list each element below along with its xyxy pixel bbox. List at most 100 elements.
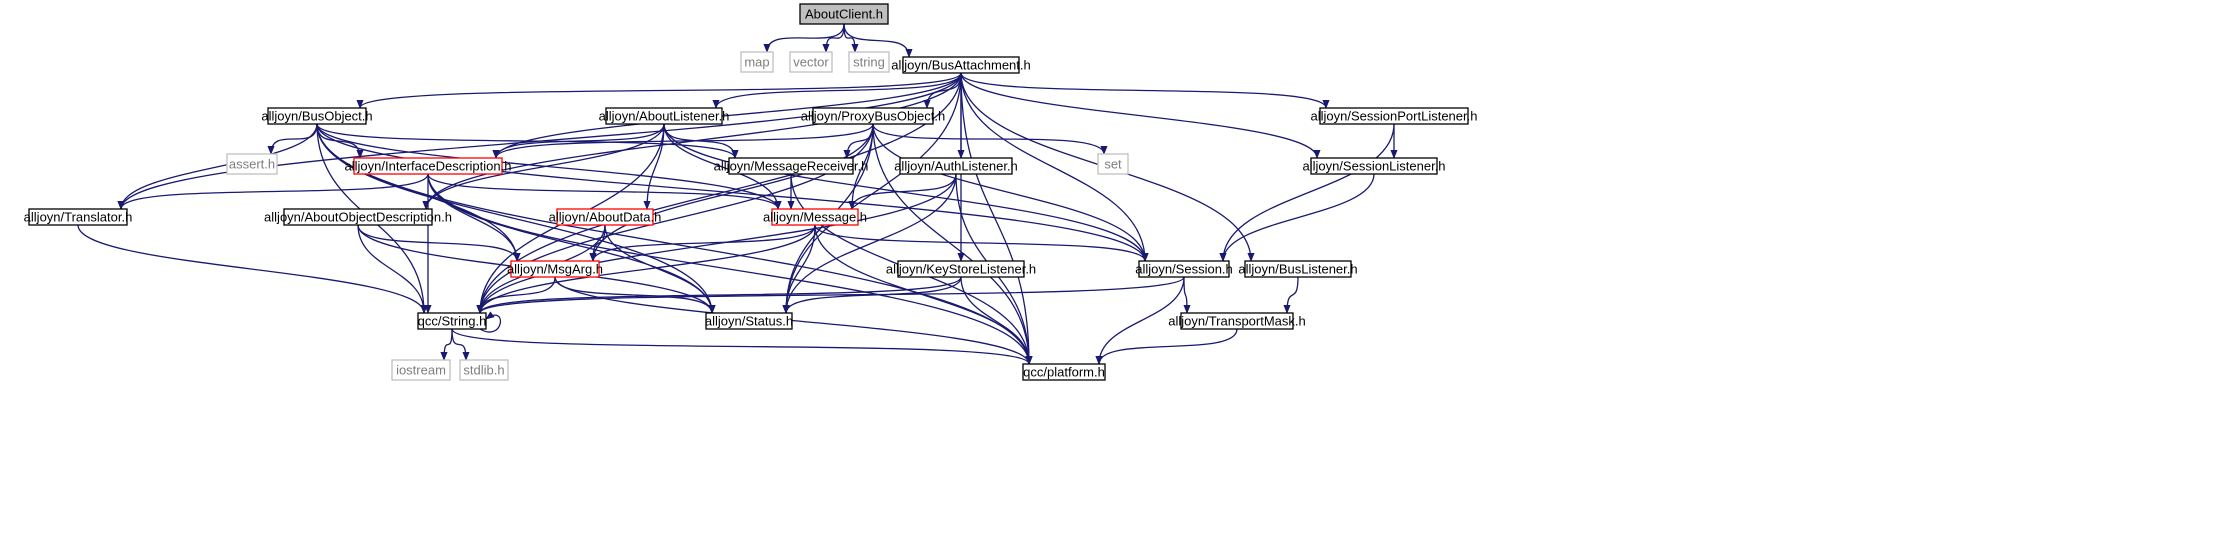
edge-aboutclient-to-string bbox=[843, 23, 859, 53]
node-label: alljoyn/Message.h bbox=[763, 209, 867, 224]
node-label: alljoyn/SessionPortListener.h bbox=[1311, 108, 1478, 123]
edge-busattachment-to-sessionportlistener bbox=[960, 72, 1330, 109]
node-status[interactable]: alljoyn/Status.h bbox=[705, 312, 793, 330]
node-box bbox=[417, 312, 487, 330]
edge-busobject-to-interfacedesc bbox=[316, 123, 364, 159]
node-box bbox=[799, 3, 889, 25]
node-string: string bbox=[848, 51, 890, 73]
edge-aboutobjdesc-to-msgarg bbox=[357, 224, 521, 262]
node-iostream: iostream bbox=[391, 359, 451, 381]
node-platform[interactable]: qcc/platform.h bbox=[1022, 363, 1106, 381]
node-box bbox=[728, 157, 854, 175]
edge-proxybusobject-to-platform bbox=[872, 123, 1033, 365]
node-label: alljoyn/KeyStoreListener.h bbox=[886, 261, 1036, 276]
node-label: alljoyn/AboutObjectDescription.h bbox=[264, 209, 452, 224]
edge-aboutclient-to-vector bbox=[822, 23, 845, 53]
node-box bbox=[1138, 260, 1230, 278]
node-translator[interactable]: alljoyn/Translator.h bbox=[24, 208, 133, 226]
edge-interfacedesc-to-message bbox=[427, 173, 782, 210]
node-box bbox=[459, 359, 509, 381]
node-box bbox=[902, 56, 1020, 74]
node-box bbox=[391, 359, 451, 381]
edge-busattachment-to-aboutlistener bbox=[712, 72, 962, 109]
edge-buslistener-to-transportmask bbox=[1283, 276, 1299, 314]
node-msgarg[interactable]: alljoyn/MsgArg.h bbox=[507, 260, 603, 278]
edge-message-to-status bbox=[782, 224, 816, 314]
edge-aboutdata-to-status bbox=[604, 224, 716, 314]
node-proxybusobject[interactable]: alljoyn/ProxyBusObject.h bbox=[801, 107, 946, 125]
node-message[interactable]: alljoyn/Message.h bbox=[763, 208, 867, 226]
node-assert: assert.h bbox=[226, 153, 278, 175]
node-label: set bbox=[1104, 156, 1122, 171]
node-box bbox=[556, 208, 654, 226]
edge-keystorelistener-to-qccstring bbox=[476, 276, 962, 314]
node-label: alljoyn/AboutData.h bbox=[549, 209, 662, 224]
node-label: qcc/platform.h bbox=[1023, 364, 1105, 379]
node-label: alljoyn/BusListener.h bbox=[1238, 261, 1357, 276]
node-box bbox=[605, 107, 723, 125]
edge-qccstring-to-stdlib bbox=[451, 328, 470, 361]
node-transportmask[interactable]: alljoyn/TransportMask.h bbox=[1168, 312, 1306, 330]
node-busattachment[interactable]: alljoyn/BusAttachment.h bbox=[891, 56, 1031, 74]
edge-proxybusobject-to-interfacedesc bbox=[492, 123, 874, 159]
edge-translator-to-qccstring bbox=[77, 224, 428, 314]
node-label: alljoyn/MessageReceiver.h bbox=[714, 158, 869, 173]
node-aboutobjdesc[interactable]: alljoyn/AboutObjectDescription.h bbox=[264, 208, 452, 226]
node-box bbox=[226, 153, 278, 175]
node-qccstring[interactable]: qcc/String.h bbox=[417, 312, 487, 330]
node-busobject[interactable]: alljoyn/BusObject.h bbox=[261, 107, 373, 125]
node-box bbox=[1319, 107, 1469, 125]
edge-busattachment-to-status bbox=[782, 72, 962, 314]
node-label: vector bbox=[793, 54, 829, 69]
node-label: alljoyn/AboutListener.h bbox=[599, 108, 730, 123]
edge-busobject-to-translator bbox=[117, 123, 318, 210]
edge-authlistener-to-message bbox=[848, 173, 957, 210]
node-aboutlistener[interactable]: alljoyn/AboutListener.h bbox=[599, 107, 730, 125]
node-box bbox=[1022, 363, 1106, 381]
node-box bbox=[1310, 157, 1438, 175]
node-keystorelistener[interactable]: alljoyn/KeyStoreListener.h bbox=[886, 260, 1036, 278]
node-label: alljoyn/ProxyBusObject.h bbox=[801, 108, 946, 123]
edge-busattachment-to-qccstring bbox=[476, 72, 962, 314]
node-box bbox=[848, 51, 890, 73]
node-label: alljoyn/AuthListener.h bbox=[894, 158, 1018, 173]
node-box bbox=[283, 208, 433, 226]
node-label: stdlib.h bbox=[463, 362, 504, 377]
node-label: alljoyn/InterfaceDescription.h bbox=[345, 158, 512, 173]
node-aboutclient: AboutClient.h bbox=[799, 3, 889, 25]
node-box bbox=[740, 51, 774, 73]
node-aboutdata[interactable]: alljoyn/AboutData.h bbox=[549, 208, 662, 226]
node-box bbox=[812, 107, 934, 125]
node-box bbox=[705, 312, 793, 330]
node-box bbox=[1180, 312, 1294, 330]
node-sessionlistener[interactable]: alljoyn/SessionListener.h bbox=[1302, 157, 1446, 175]
edge-aboutlistener-to-message bbox=[663, 123, 782, 210]
node-buslistener[interactable]: alljoyn/BusListener.h bbox=[1238, 260, 1358, 278]
edge-proxybusobject-to-session bbox=[872, 123, 1149, 262]
node-box bbox=[771, 208, 859, 226]
node-label: alljoyn/SessionListener.h bbox=[1302, 158, 1445, 173]
edge-message-to-msgarg bbox=[589, 224, 816, 262]
edge-aboutclient-to-busattachment bbox=[843, 23, 913, 58]
edge-busattachment-to-sessionlistener bbox=[960, 72, 1321, 159]
node-label: assert.h bbox=[229, 156, 275, 171]
node-label: alljoyn/BusAttachment.h bbox=[891, 57, 1030, 72]
edge-session-to-platform bbox=[1095, 276, 1185, 365]
edge-busobject-to-status bbox=[316, 123, 716, 314]
node-label: iostream bbox=[396, 362, 446, 377]
node-messagereceiver[interactable]: alljoyn/MessageReceiver.h bbox=[714, 157, 869, 175]
edge-sessionportlistener-to-session bbox=[1219, 123, 1395, 262]
node-label: qcc/String.h bbox=[418, 313, 487, 328]
node-sessionportlistener[interactable]: alljoyn/SessionPortListener.h bbox=[1311, 107, 1478, 125]
node-box bbox=[510, 260, 600, 278]
node-session[interactable]: alljoyn/Session.h bbox=[1135, 260, 1233, 278]
edge-session-to-qccstring bbox=[476, 276, 1185, 314]
edge-busattachment-to-platform bbox=[960, 72, 1033, 365]
edge-authlistener-to-status bbox=[782, 173, 957, 314]
node-authlistener[interactable]: alljoyn/AuthListener.h bbox=[894, 157, 1018, 175]
edge-qccstring-to-iostream bbox=[440, 328, 453, 361]
node-box bbox=[267, 107, 367, 125]
node-interfacedesc[interactable]: alljoyn/InterfaceDescription.h bbox=[345, 157, 512, 175]
node-map: map bbox=[740, 51, 774, 73]
